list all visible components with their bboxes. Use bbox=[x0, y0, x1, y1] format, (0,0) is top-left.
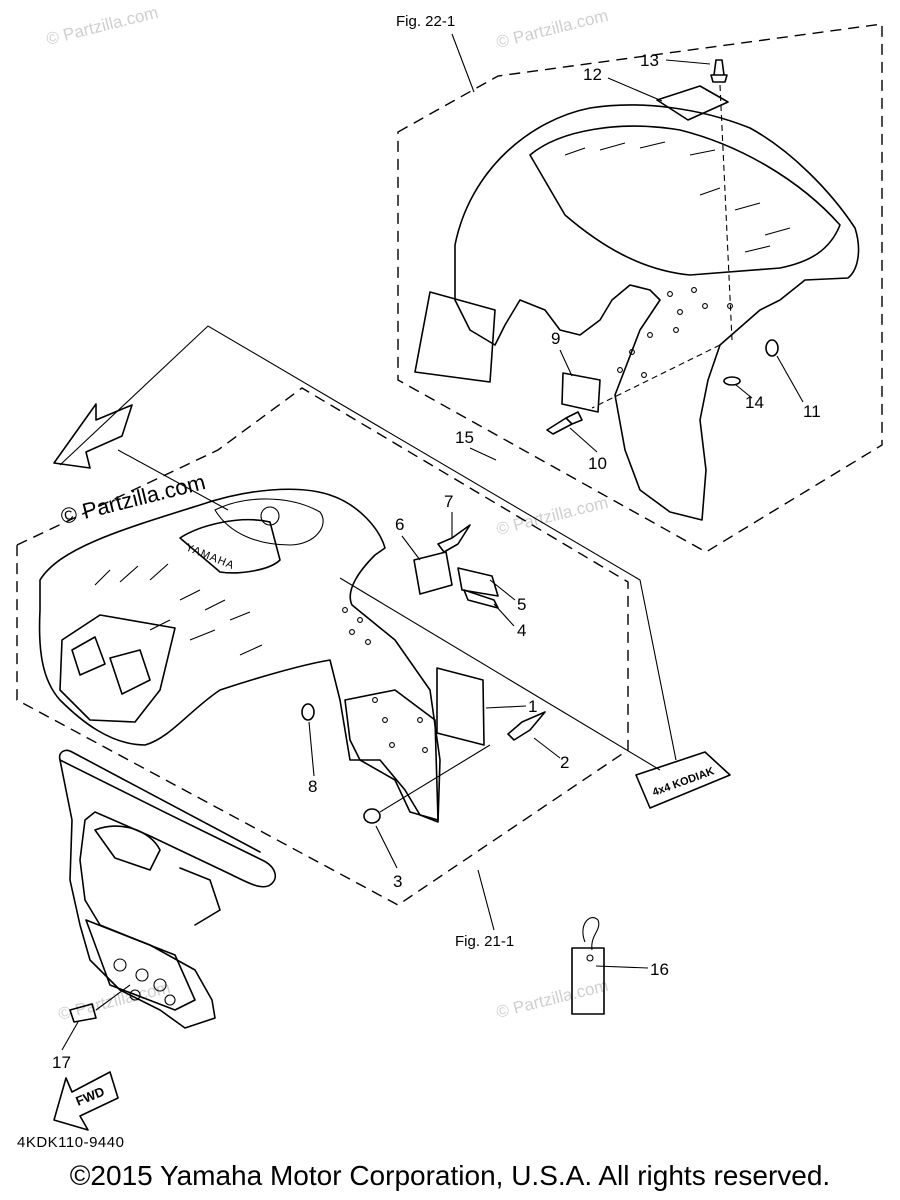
callout-2: 2 bbox=[560, 753, 569, 772]
part-17-decal bbox=[69, 1003, 97, 1023]
fender-brand-label: YAMAHA bbox=[184, 542, 236, 572]
headlight-housing bbox=[59, 614, 176, 723]
part-10-guide bbox=[591, 344, 721, 409]
part-15-leader bbox=[59, 325, 677, 761]
watermark: © Partzilla.com bbox=[494, 493, 610, 539]
part-8-grommet bbox=[301, 703, 315, 721]
callout-10: 10 bbox=[588, 454, 607, 473]
watermark: © Partzilla.com bbox=[44, 3, 160, 49]
part-16-tag bbox=[571, 947, 605, 1015]
part-5-decal bbox=[457, 567, 499, 597]
bumper-side-rail bbox=[179, 867, 221, 926]
rear-fender bbox=[454, 104, 860, 521]
fig-ref-rear-leader bbox=[451, 33, 475, 93]
callout-6: 6 bbox=[395, 515, 404, 534]
front-fender-side-panel bbox=[344, 689, 439, 821]
tag-string bbox=[582, 917, 600, 951]
decal-kodiak bbox=[635, 751, 731, 809]
callout-14: 14 bbox=[745, 393, 764, 412]
part-13-rivet bbox=[710, 59, 728, 83]
callout-7: 7 bbox=[444, 492, 453, 511]
callout-8: 8 bbox=[308, 777, 317, 796]
callout-4: 4 bbox=[517, 621, 526, 640]
part-16-tag-group: 16 bbox=[571, 917, 669, 1015]
callout-11: 11 bbox=[803, 402, 821, 421]
part-2-screw bbox=[507, 711, 546, 741]
bumper-bracket bbox=[94, 825, 161, 871]
front-fender-group: 15 YAMAHA bbox=[16, 325, 731, 950]
callout-16: 16 bbox=[650, 960, 669, 979]
part-13-guide bbox=[719, 84, 733, 341]
copyright-notice: ©2015 Yamaha Motor Corporation, U.S.A. A… bbox=[69, 1160, 831, 1191]
callout-9: 9 bbox=[551, 329, 560, 348]
rear-assembly-boundary bbox=[397, 23, 883, 553]
fender-brand-panel bbox=[179, 518, 281, 574]
part-1-plate bbox=[436, 667, 485, 746]
part-10-screw bbox=[546, 411, 583, 435]
rear-fender-holes bbox=[617, 287, 733, 378]
rear-fender-group: Fig. 22-1 13 12 bbox=[396, 13, 883, 553]
headlights bbox=[71, 636, 151, 695]
front-fender-ribs bbox=[94, 563, 263, 656]
rear-fender-ribs bbox=[564, 141, 791, 253]
callout-17: 17 bbox=[52, 1053, 71, 1072]
callout-1: 1 bbox=[528, 697, 537, 716]
fig-ref-front-leader bbox=[477, 869, 495, 931]
callout-3: 3 bbox=[393, 872, 402, 891]
fig-ref-front: Fig. 21-1 bbox=[455, 933, 514, 950]
direction-arrow bbox=[53, 403, 133, 469]
fuel-cap-recess bbox=[260, 506, 280, 526]
decal-leader bbox=[339, 577, 661, 771]
watermark: © Partzilla.com bbox=[494, 6, 610, 52]
diagram-part-code: 4KDK110-9440 bbox=[17, 1134, 125, 1151]
callout-13: 13 bbox=[640, 51, 659, 70]
rear-fender-deck bbox=[529, 125, 841, 276]
front-assembly-boundary bbox=[16, 387, 629, 906]
front-bumper-tube bbox=[58, 749, 261, 853]
front-bumper-group: 17 bbox=[52, 749, 277, 1072]
callout-12: 12 bbox=[583, 65, 602, 84]
fig-ref-rear: Fig. 22-1 bbox=[396, 13, 455, 30]
part-11-washer bbox=[765, 339, 779, 357]
callout-15: 15 bbox=[455, 428, 474, 447]
part-14-grommet bbox=[723, 376, 741, 386]
rear-callouts: 13 12 9 11 14 10 bbox=[551, 51, 821, 473]
front-callouts: 6 7 5 4 1 2 8 3 bbox=[308, 492, 569, 891]
arrow-leader bbox=[117, 449, 229, 511]
front-fender-holes bbox=[342, 607, 428, 753]
watermark: © Partzilla.com bbox=[494, 976, 610, 1022]
part-17-guide bbox=[95, 984, 131, 1011]
callout-5: 5 bbox=[517, 595, 526, 614]
rear-fender-flap bbox=[414, 291, 496, 383]
part-6-plate bbox=[413, 551, 453, 595]
part-9-plate bbox=[561, 372, 601, 413]
part-12-plate bbox=[656, 85, 729, 121]
fwd-arrow-shape bbox=[53, 1071, 119, 1131]
part-3-guide bbox=[379, 744, 491, 813]
front-bumper bbox=[59, 759, 277, 1029]
skid-plate-holes bbox=[113, 958, 176, 1006]
part-3-washer bbox=[363, 808, 381, 824]
fwd-arrow: FWD bbox=[53, 1071, 119, 1131]
front-fender bbox=[38, 488, 441, 823]
skid-plate bbox=[85, 919, 196, 1011]
part-7-screw bbox=[437, 524, 471, 553]
fender-top-recess bbox=[214, 498, 324, 546]
